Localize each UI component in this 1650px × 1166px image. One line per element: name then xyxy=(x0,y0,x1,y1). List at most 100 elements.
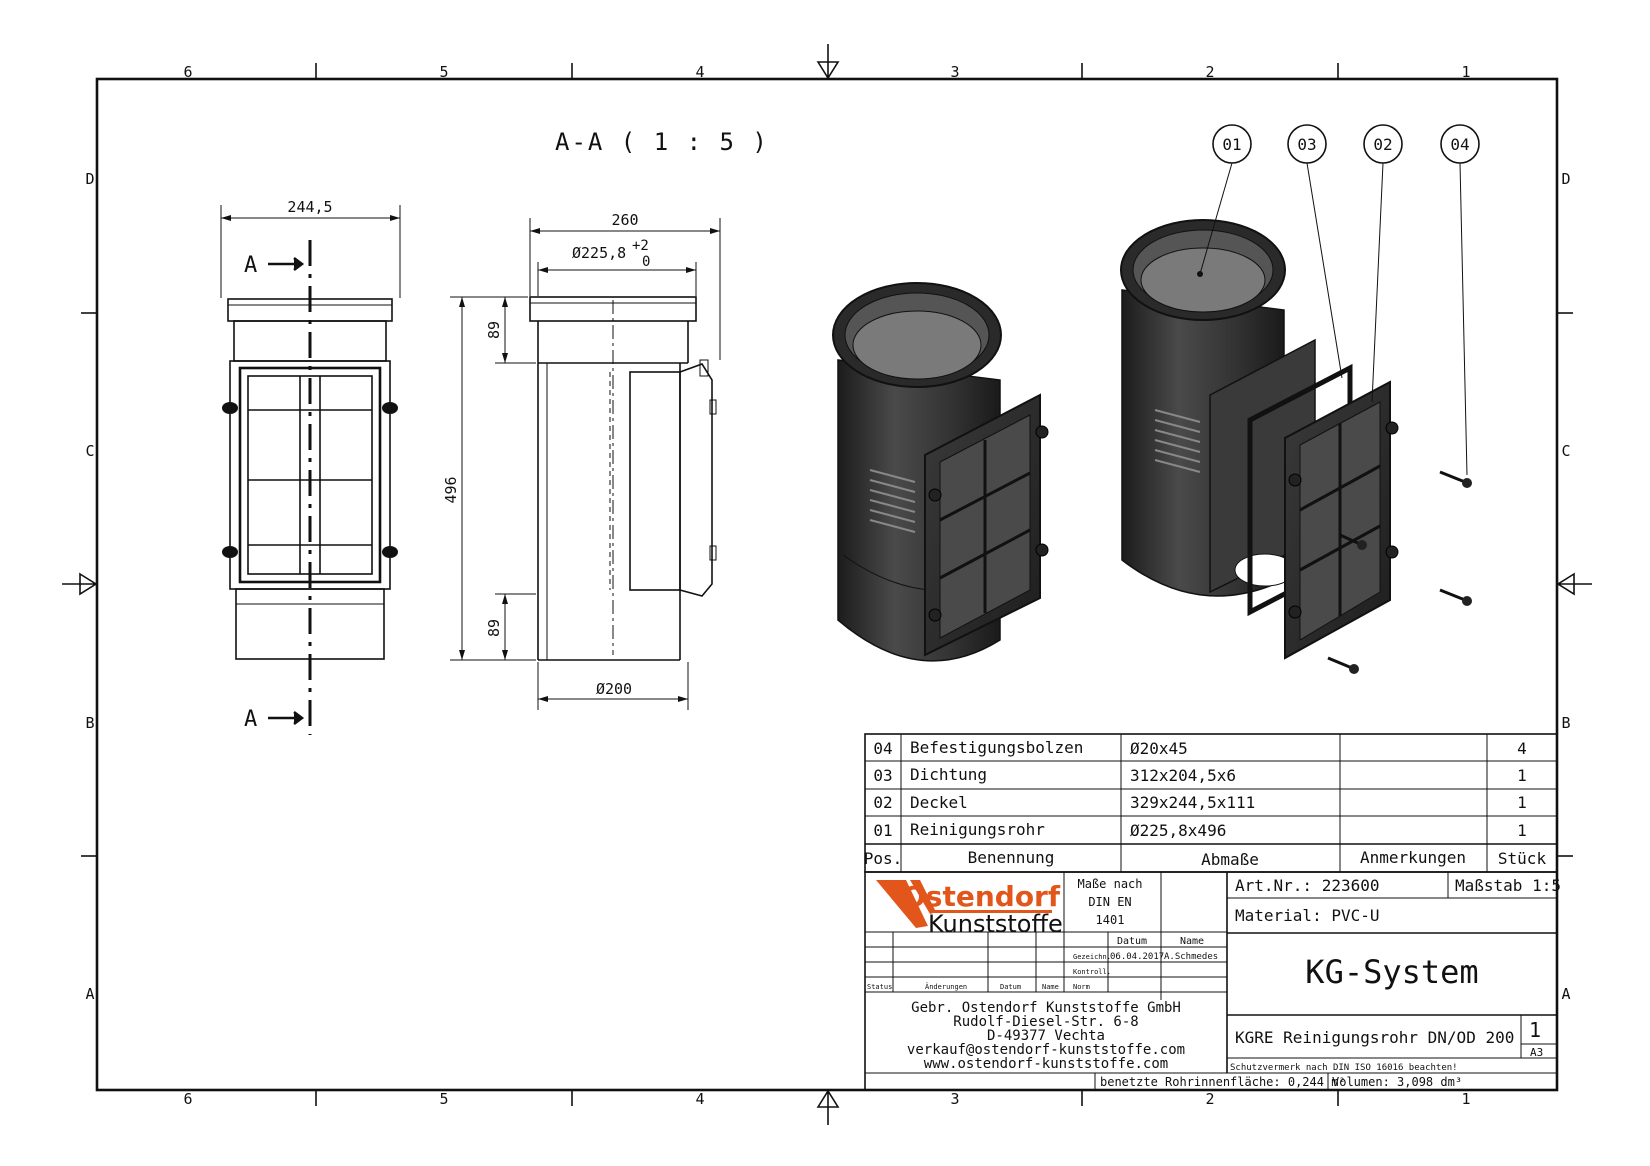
table-header-qty: Stück xyxy=(1498,849,1547,868)
logo-line2: Kunststoffe xyxy=(928,910,1063,938)
zone-number-bottom: 4 xyxy=(695,1090,704,1108)
balloon-04: 04 xyxy=(1440,124,1480,164)
zone-letter-left: A xyxy=(85,985,94,1003)
company-line1: Gebr. Ostendorf Kunststoffe GmbH xyxy=(911,1000,1181,1016)
section-marker-bottom: A xyxy=(244,707,257,732)
balloon-03: 03 xyxy=(1287,124,1327,164)
front-view xyxy=(222,240,398,735)
table-cell-pos: 04 xyxy=(873,739,892,758)
zone-number-top: 1 xyxy=(1461,63,1470,81)
sheet-number: 1 xyxy=(1529,1018,1541,1042)
zone-letter-left: D xyxy=(85,170,94,188)
dimension-lines-section xyxy=(450,218,721,710)
title-block-grid xyxy=(864,871,1558,1091)
protection-note: Schutzvermerk nach DIN ISO 16016 beachte… xyxy=(1230,1063,1458,1073)
zone-number-bottom: 5 xyxy=(439,1090,448,1108)
col-name-header: Name xyxy=(1180,936,1204,947)
dim-height-top: 89 xyxy=(485,321,503,339)
table-cell-name: Reinigungsrohr xyxy=(910,820,1045,839)
drawing-scale: Maßstab 1:5 xyxy=(1455,876,1561,895)
table-cell-dims: Ø225,8x496 xyxy=(1130,821,1226,840)
company-line3: D-49377 Vechta xyxy=(987,1028,1105,1044)
norm-line2: DIN EN xyxy=(1088,895,1131,909)
isometric-exploded-view xyxy=(1120,219,1472,674)
table-cell-qty: 4 xyxy=(1517,739,1527,758)
dim-tolerance-upper: +2 xyxy=(632,238,649,254)
zone-letter-right: B xyxy=(1561,714,1570,732)
zone-letter-left: C xyxy=(85,442,94,460)
name-label: Name xyxy=(1042,983,1059,991)
zone-number-bottom: 1 xyxy=(1461,1090,1470,1108)
dim-width-front: 244,5 xyxy=(287,198,332,216)
zone-letter-right: C xyxy=(1561,442,1570,460)
balloon-label: 03 xyxy=(1297,135,1316,154)
isometric-assembled-view xyxy=(832,282,1049,662)
material: Material: PVC-U xyxy=(1235,906,1380,925)
drawing-description: KGRE Reinigungsrohr DN/OD 200 xyxy=(1235,1028,1514,1047)
zone-letter-left: B xyxy=(85,714,94,732)
table-cell-pos: 01 xyxy=(873,821,892,840)
zone-number-bottom: 3 xyxy=(950,1090,959,1108)
table-cell-qty: 1 xyxy=(1517,766,1527,785)
zone-letter-right: A xyxy=(1561,985,1570,1003)
dim-diameter-inner: Ø225,8 xyxy=(572,244,626,262)
company-line2: Rudolf-Diesel-Str. 6-8 xyxy=(953,1014,1138,1030)
zone-number-top: 5 xyxy=(439,63,448,81)
zone-number-bottom: 6 xyxy=(183,1090,192,1108)
norm-label: Norm xyxy=(1073,983,1090,991)
company-email: verkauf@ostendorf-kunststoffe.com xyxy=(907,1042,1185,1058)
zone-number-top: 2 xyxy=(1205,63,1214,81)
table-cell-pos: 02 xyxy=(873,793,892,812)
dim-tolerance-lower: 0 xyxy=(642,254,650,270)
bolt-icon xyxy=(1327,470,1466,670)
section-title: A-A ( 1 : 5 ) xyxy=(555,128,769,156)
table-cell-pos: 03 xyxy=(873,766,892,785)
table-cell-name: Dichtung xyxy=(910,765,987,784)
checked-label: Kontroll. xyxy=(1073,968,1111,976)
table-cell-dims: 312x204,5x6 xyxy=(1130,766,1236,785)
balloon-label: 04 xyxy=(1450,135,1469,154)
table-header-pos: Pos. xyxy=(864,849,903,868)
balloon-label: 01 xyxy=(1222,135,1241,154)
zone-letter-right: D xyxy=(1561,170,1570,188)
norm-line3: 1401 xyxy=(1096,913,1125,927)
table-header-notes: Anmerkungen xyxy=(1360,848,1466,867)
status-label: Status xyxy=(867,983,892,991)
section-arrow-icon xyxy=(268,711,305,725)
article-number: Art.Nr.: 223600 xyxy=(1235,876,1380,895)
dim-height-bottom: 89 xyxy=(485,619,503,637)
company-logo xyxy=(876,880,1052,928)
dimension-width-front xyxy=(220,205,401,298)
paper-format: A3 xyxy=(1530,1046,1543,1059)
section-arrow-icon xyxy=(268,257,305,271)
dim-width-side: 260 xyxy=(611,211,638,229)
table-cell-qty: 1 xyxy=(1517,821,1527,840)
table-header-name: Benennung xyxy=(968,848,1055,867)
norm-line1: Maße nach xyxy=(1077,877,1142,891)
table-cell-name: Befestigungsbolzen xyxy=(910,738,1083,757)
drawn-name: A.Schmedes xyxy=(1164,952,1218,962)
zone-number-top: 6 xyxy=(183,63,192,81)
drawn-label: Gezeichn. xyxy=(1073,953,1111,961)
section-view xyxy=(529,296,717,661)
wetted-surface: benetzte Rohrinnenfläche: 0,244 m² xyxy=(1100,1075,1346,1089)
balloon-02: 02 xyxy=(1363,124,1403,164)
table-cell-qty: 1 xyxy=(1517,793,1527,812)
zone-number-top: 4 xyxy=(695,63,704,81)
dim-height-total: 496 xyxy=(442,476,460,503)
changes-label: Änderungen xyxy=(925,982,967,991)
sheet-frame xyxy=(62,44,1592,1125)
zone-number-top: 3 xyxy=(950,63,959,81)
balloon-01: 01 xyxy=(1212,124,1252,164)
balloon-leaders xyxy=(1197,162,1468,476)
drawn-date: 06.04.2017 xyxy=(1110,952,1164,962)
table-cell-name: Deckel xyxy=(910,793,968,812)
system-name: KG-System xyxy=(1305,953,1478,991)
date-label: Datum xyxy=(1000,983,1021,991)
table-cell-dims: 329x244,5x111 xyxy=(1130,793,1255,812)
dim-diameter-bottom: Ø200 xyxy=(596,680,632,698)
table-header-dims: Abmaße xyxy=(1201,850,1259,869)
section-marker-top: A xyxy=(244,253,257,278)
logo-line1: Ostendorf xyxy=(902,880,1061,913)
